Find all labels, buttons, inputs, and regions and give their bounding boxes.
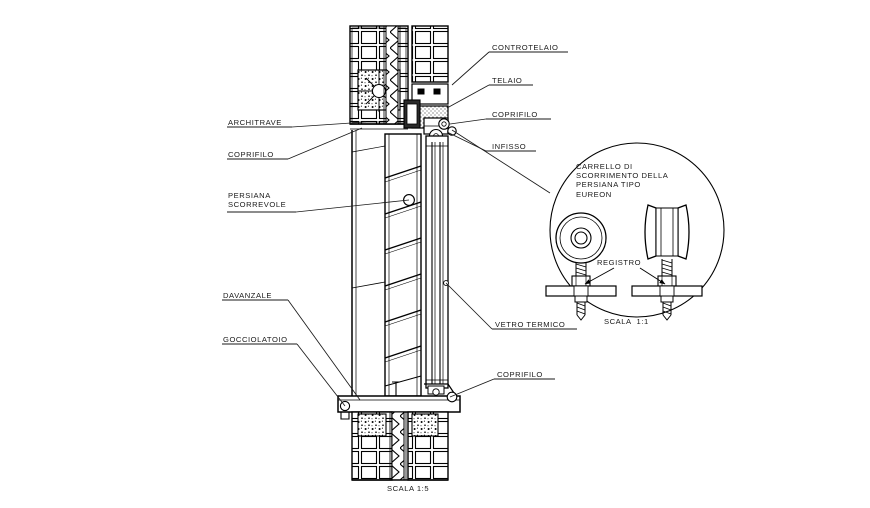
roller-side-view: [631, 204, 703, 321]
annotation-label-controtelaio: CONTROTELAIO: [492, 43, 559, 52]
annotation-label-coprifilo_3: COPRIFILO: [497, 370, 543, 379]
detail-circle-carrello: [545, 142, 725, 321]
registro-label: REGISTRO: [597, 258, 642, 267]
leader-line-telaio: [446, 84, 490, 109]
leader-line-coprifilo_3: [449, 378, 495, 398]
leader-lines: [287, 51, 551, 407]
annotation-label-davanzale: DAVANZALE: [223, 291, 272, 300]
leader-line-davanzale: [287, 299, 361, 401]
leader-line-detail-callout: [451, 129, 551, 194]
annotation-label-coprifilo_2: COPRIFILO: [492, 110, 538, 119]
annotation-label-gocciolatoio: GOCCIOLATOIO: [223, 335, 288, 344]
annotation-label-telaio: TELAIO: [492, 76, 523, 85]
sill-assembly: [337, 381, 461, 420]
leader-line-architrave: [291, 121, 367, 128]
annotation-label-coprifilo_1: COPRIFILO: [228, 150, 274, 159]
detail-scale-text: SCALA 1:1: [604, 317, 649, 326]
infisso-and-glazing: [425, 135, 449, 389]
wall-face-elevation: [351, 130, 386, 400]
leader-line-coprifilo_1: [287, 127, 363, 160]
persiana-scorrevole-louvres: [384, 133, 422, 397]
annotation-label-persiana: PERSIANA SCORREVOLE: [228, 191, 287, 210]
roller-front-view: [545, 212, 617, 321]
annotation-label-vetro: VETRO TERMICO: [495, 320, 566, 329]
annotation-label-architrave: ARCHITRAVE: [228, 118, 282, 127]
registro-leader-arrows: [584, 267, 666, 285]
leader-line-persiana: [295, 199, 410, 213]
leader-line-gocciolatoio: [296, 343, 346, 407]
top-masonry-assembly: [349, 25, 449, 130]
leader-line-controtelaio: [451, 51, 490, 86]
leader-line-vetro: [445, 282, 493, 330]
detail-title-text: CARRELLO DI SCORRIMENTO DELLA PERSIANA T…: [576, 162, 669, 199]
bottom-masonry-assembly: [351, 411, 449, 481]
leader-line-coprifilo_2: [449, 118, 487, 125]
main-scale-text: SCALA 1:5: [387, 484, 430, 493]
annotation-label-infisso: INFISSO: [492, 142, 527, 151]
